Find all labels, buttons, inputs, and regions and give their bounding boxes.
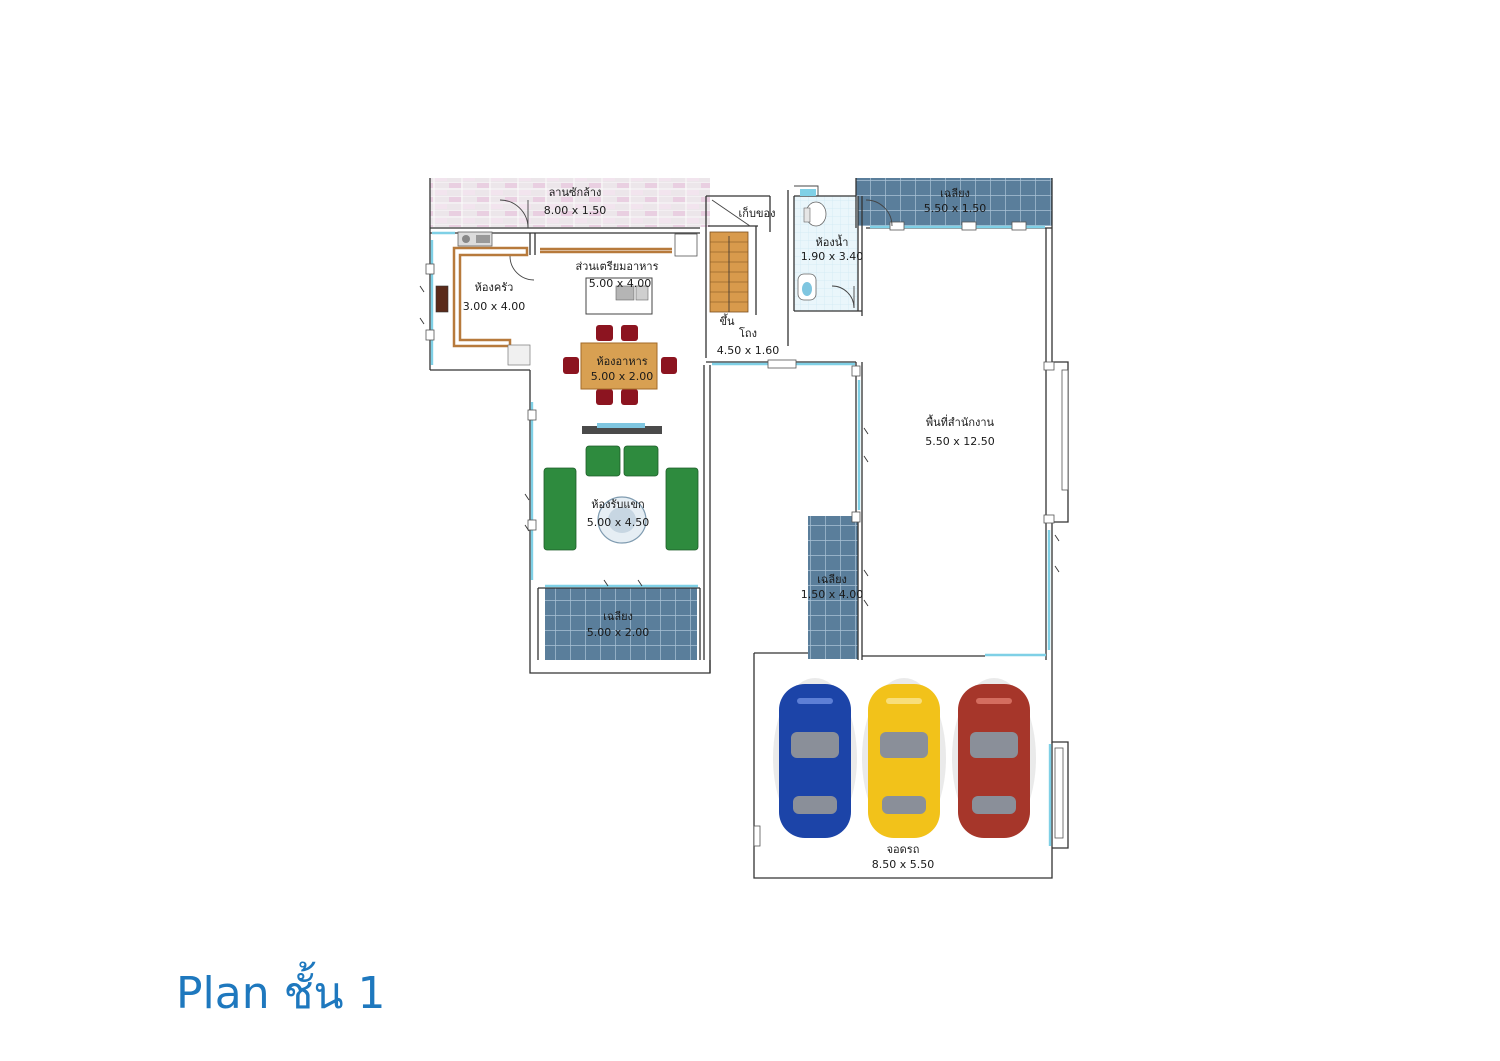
door-swings [499,185,893,309]
garage-name: จอดรถ [887,843,920,856]
dining-name: ห้องอาหาร [596,355,647,368]
terrace-bottom-floor [545,588,697,660]
room-labels: ลานซักล้าง 8.00 x 1.50 เก็บของ ห้องน้ำ 1… [463,186,995,871]
car-blue [773,678,857,838]
dining-set [563,325,677,405]
opening-ticks [419,285,1060,607]
living-name: ห้องรับแขก [591,498,644,511]
kitchen-size: 3.00 x 4.00 [463,300,526,313]
car-yellow [862,678,946,838]
terrace-mid-floor [808,516,858,659]
kitchen-counter [435,231,672,366]
living-set [543,423,699,551]
laundry-floor [430,178,710,227]
terrace-top-floor [856,178,1052,226]
terrace-mid-size: 1.50 x 4.00 [801,588,864,601]
dining-size: 5.00 x 2.00 [591,370,654,383]
storage-name: เก็บของ [739,206,776,220]
terrace-top-size: 5.50 x 1.50 [924,202,987,215]
car-red [952,678,1036,838]
office-name: พื้นที่สำนักงาน [926,414,995,429]
plan-title: Plan ชั้น 1 [176,968,386,1019]
bathroom-fixtures [797,189,827,301]
office-size: 5.50 x 12.50 [925,435,995,448]
window-frames [425,221,1069,847]
terrace-top-name: เฉลียง [940,187,970,200]
kitchen-name: ห้องครัว [475,281,514,294]
garage-size: 8.50 x 5.50 [872,858,935,871]
prep-name: ส่วนเตรียมอาหาร [575,260,658,273]
stairs-name: ขึ้น [719,313,735,328]
bathroom-name: ห้องน้ำ [816,234,849,249]
hall-name: โถง [739,326,757,340]
laundry-size: 8.00 x 1.50 [544,204,607,217]
staircase [709,231,749,313]
living-size: 5.00 x 4.50 [587,516,650,529]
terrace-bottom-name: เฉลียง [603,610,633,623]
bathroom-size: 1.90 x 3.40 [801,250,864,263]
prep-size: 5.00 x 4.00 [589,277,652,290]
terrace-mid-name: เฉลียง [817,573,847,586]
laundry-name: ลานซักล้าง [549,186,602,199]
hall-size: 4.50 x 1.60 [717,344,780,357]
terrace-bottom-size: 5.00 x 2.00 [587,626,650,639]
